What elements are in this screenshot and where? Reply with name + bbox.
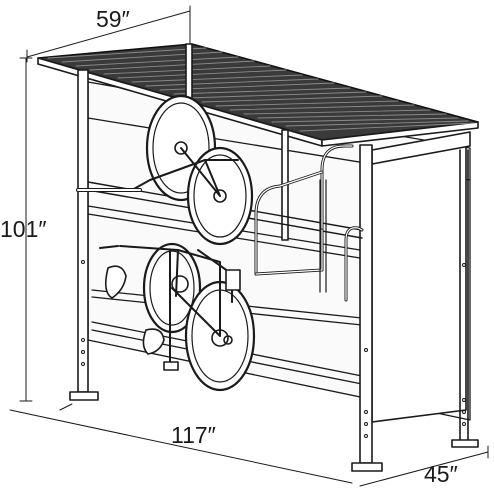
- dimension-depth-top: 59″: [96, 6, 130, 32]
- dimension-height: 101″: [0, 216, 47, 242]
- dimension-depth-bottom: 45″: [424, 461, 458, 487]
- side-panel: [371, 131, 471, 441]
- dimension-length: 117″: [171, 422, 216, 448]
- dimension-lines: [9, 5, 489, 487]
- post-holes: [81, 260, 466, 438]
- bike-racks: [254, 144, 364, 302]
- bicycles: [76, 94, 256, 392]
